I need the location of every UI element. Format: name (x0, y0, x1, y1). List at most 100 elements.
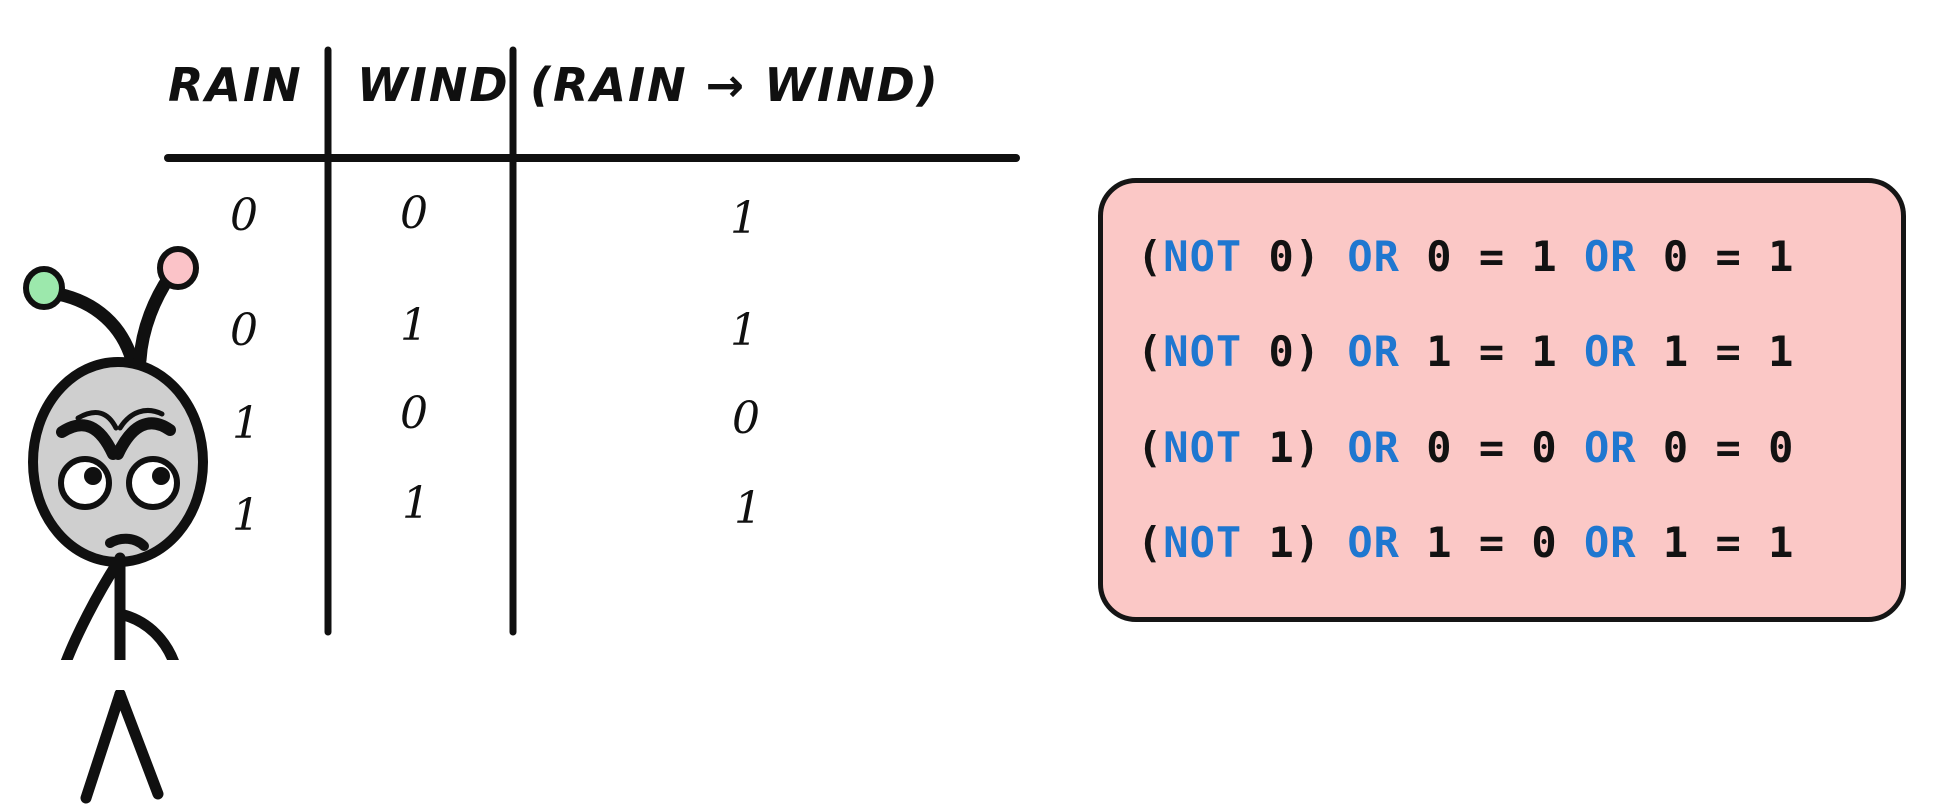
intermediate-value: 1 (1531, 231, 1558, 281)
sp (1400, 423, 1426, 472)
eval-line-4: (NOT 1) OR 1 = 0 OR 1 = 1 (1137, 522, 1871, 564)
table-row: 0 (400, 388, 428, 439)
table-row: 1 (232, 490, 260, 541)
table-row: 1 (402, 478, 430, 529)
right-leg (114, 690, 164, 800)
table-row: 0 (230, 190, 258, 241)
or-keyword-2: OR (1584, 518, 1637, 568)
or-argument-2: 0 (1662, 422, 1690, 472)
sp (1453, 327, 1479, 376)
equals-1: = (1478, 327, 1506, 377)
not-keyword: NOT (1163, 327, 1243, 377)
or-keyword-2: OR (1584, 231, 1637, 281)
truth-table-rules (164, 46, 1020, 636)
or-keyword-1: OR (1347, 422, 1400, 472)
close-paren: ) (1294, 518, 1322, 568)
not-argument: 1 (1268, 518, 1295, 568)
table-row: 1 (734, 483, 762, 534)
intermediate-value: 1 (1531, 327, 1558, 377)
sp (1321, 518, 1347, 567)
right-brow (112, 417, 176, 460)
intermediate-value: 0 (1531, 422, 1558, 472)
sp (1242, 327, 1268, 376)
not-keyword: NOT (1163, 518, 1243, 568)
sp (1321, 327, 1347, 376)
equals-2: = (1715, 327, 1742, 377)
left-leg (80, 690, 126, 804)
sp (1505, 518, 1531, 567)
or-argument-2: 1 (1662, 327, 1690, 377)
or-argument-1: 1 (1426, 327, 1453, 377)
table-row: 0 (400, 188, 428, 239)
intermediate-value: 0 (1531, 518, 1558, 568)
sp (1637, 327, 1663, 376)
table-header-rain: RAIN (168, 58, 303, 112)
truth-table: RAIN WIND (RAIN → WIND) 0 0 1 0 1 1 1 0 … (0, 0, 1060, 700)
table-row: 1 (400, 300, 428, 351)
close-paren: ) (1294, 327, 1322, 377)
close-paren: ) (1294, 231, 1322, 281)
table-header-implication: (RAIN → WIND) (530, 58, 940, 112)
or-argument-2: 0 (1662, 231, 1690, 281)
table-row: 1 (730, 193, 758, 244)
thinking-arm (60, 556, 124, 660)
sp (1400, 327, 1426, 376)
sp (1321, 232, 1347, 281)
table-row: 1 (232, 398, 260, 449)
or-argument-1: 0 (1426, 231, 1453, 281)
sp (1453, 423, 1479, 472)
not-keyword: NOT (1163, 231, 1243, 281)
table-row: 1 (730, 305, 758, 356)
final-result: 1 (1768, 518, 1795, 568)
or-argument-2: 1 (1662, 518, 1690, 568)
sp (1689, 327, 1715, 376)
sp (1505, 423, 1531, 472)
sp (1242, 232, 1268, 281)
right-brow-accent (117, 408, 165, 431)
final-result: 0 (1768, 422, 1795, 472)
table-header-wind: WIND (357, 58, 510, 112)
sp (1558, 232, 1584, 281)
sp (1742, 423, 1768, 472)
or-keyword-1: OR (1347, 231, 1400, 281)
right-antenna-stalk (133, 269, 177, 367)
side-arm (114, 608, 179, 660)
not-argument: 0 (1268, 327, 1295, 377)
sp (1689, 518, 1715, 567)
sp (1505, 232, 1531, 281)
open-paren: ( (1137, 422, 1164, 472)
sp (1321, 423, 1347, 472)
or-keyword-2: OR (1584, 327, 1637, 377)
mouth (105, 533, 149, 551)
left-brow-accent (75, 410, 119, 431)
open-paren: ( (1137, 327, 1164, 377)
sp (1242, 518, 1268, 567)
sp (1637, 518, 1663, 567)
table-row: 0 (732, 393, 760, 444)
sp (1742, 327, 1768, 376)
or-keyword-1: OR (1347, 518, 1400, 568)
left-antenna-stalk (51, 287, 139, 367)
left-pupil (84, 467, 102, 485)
left-eye (58, 456, 112, 510)
or-argument-1: 1 (1426, 518, 1453, 568)
sp (1637, 423, 1663, 472)
alien-character (23, 246, 208, 660)
or-keyword-2: OR (1584, 422, 1637, 472)
eval-line-3: (NOT 1) OR 0 = 0 OR 0 = 0 (1137, 426, 1871, 469)
left-antenna-ball-icon (23, 266, 65, 310)
right-antenna-ball-icon (157, 246, 199, 290)
left-brow (56, 419, 119, 460)
sp (1453, 232, 1479, 281)
sp (1400, 232, 1426, 281)
eval-line-2: (NOT 0) OR 1 = 1 OR 1 = 1 (1137, 331, 1871, 373)
final-result: 1 (1768, 327, 1795, 377)
close-paren: ) (1294, 422, 1322, 472)
equals-2: = (1715, 518, 1742, 568)
sp (1689, 232, 1715, 281)
legs (80, 690, 164, 804)
not-argument: 1 (1268, 422, 1295, 472)
eval-line-1: (NOT 0) OR 0 = 1 OR 0 = 1 (1137, 235, 1871, 278)
sp (1558, 518, 1584, 567)
